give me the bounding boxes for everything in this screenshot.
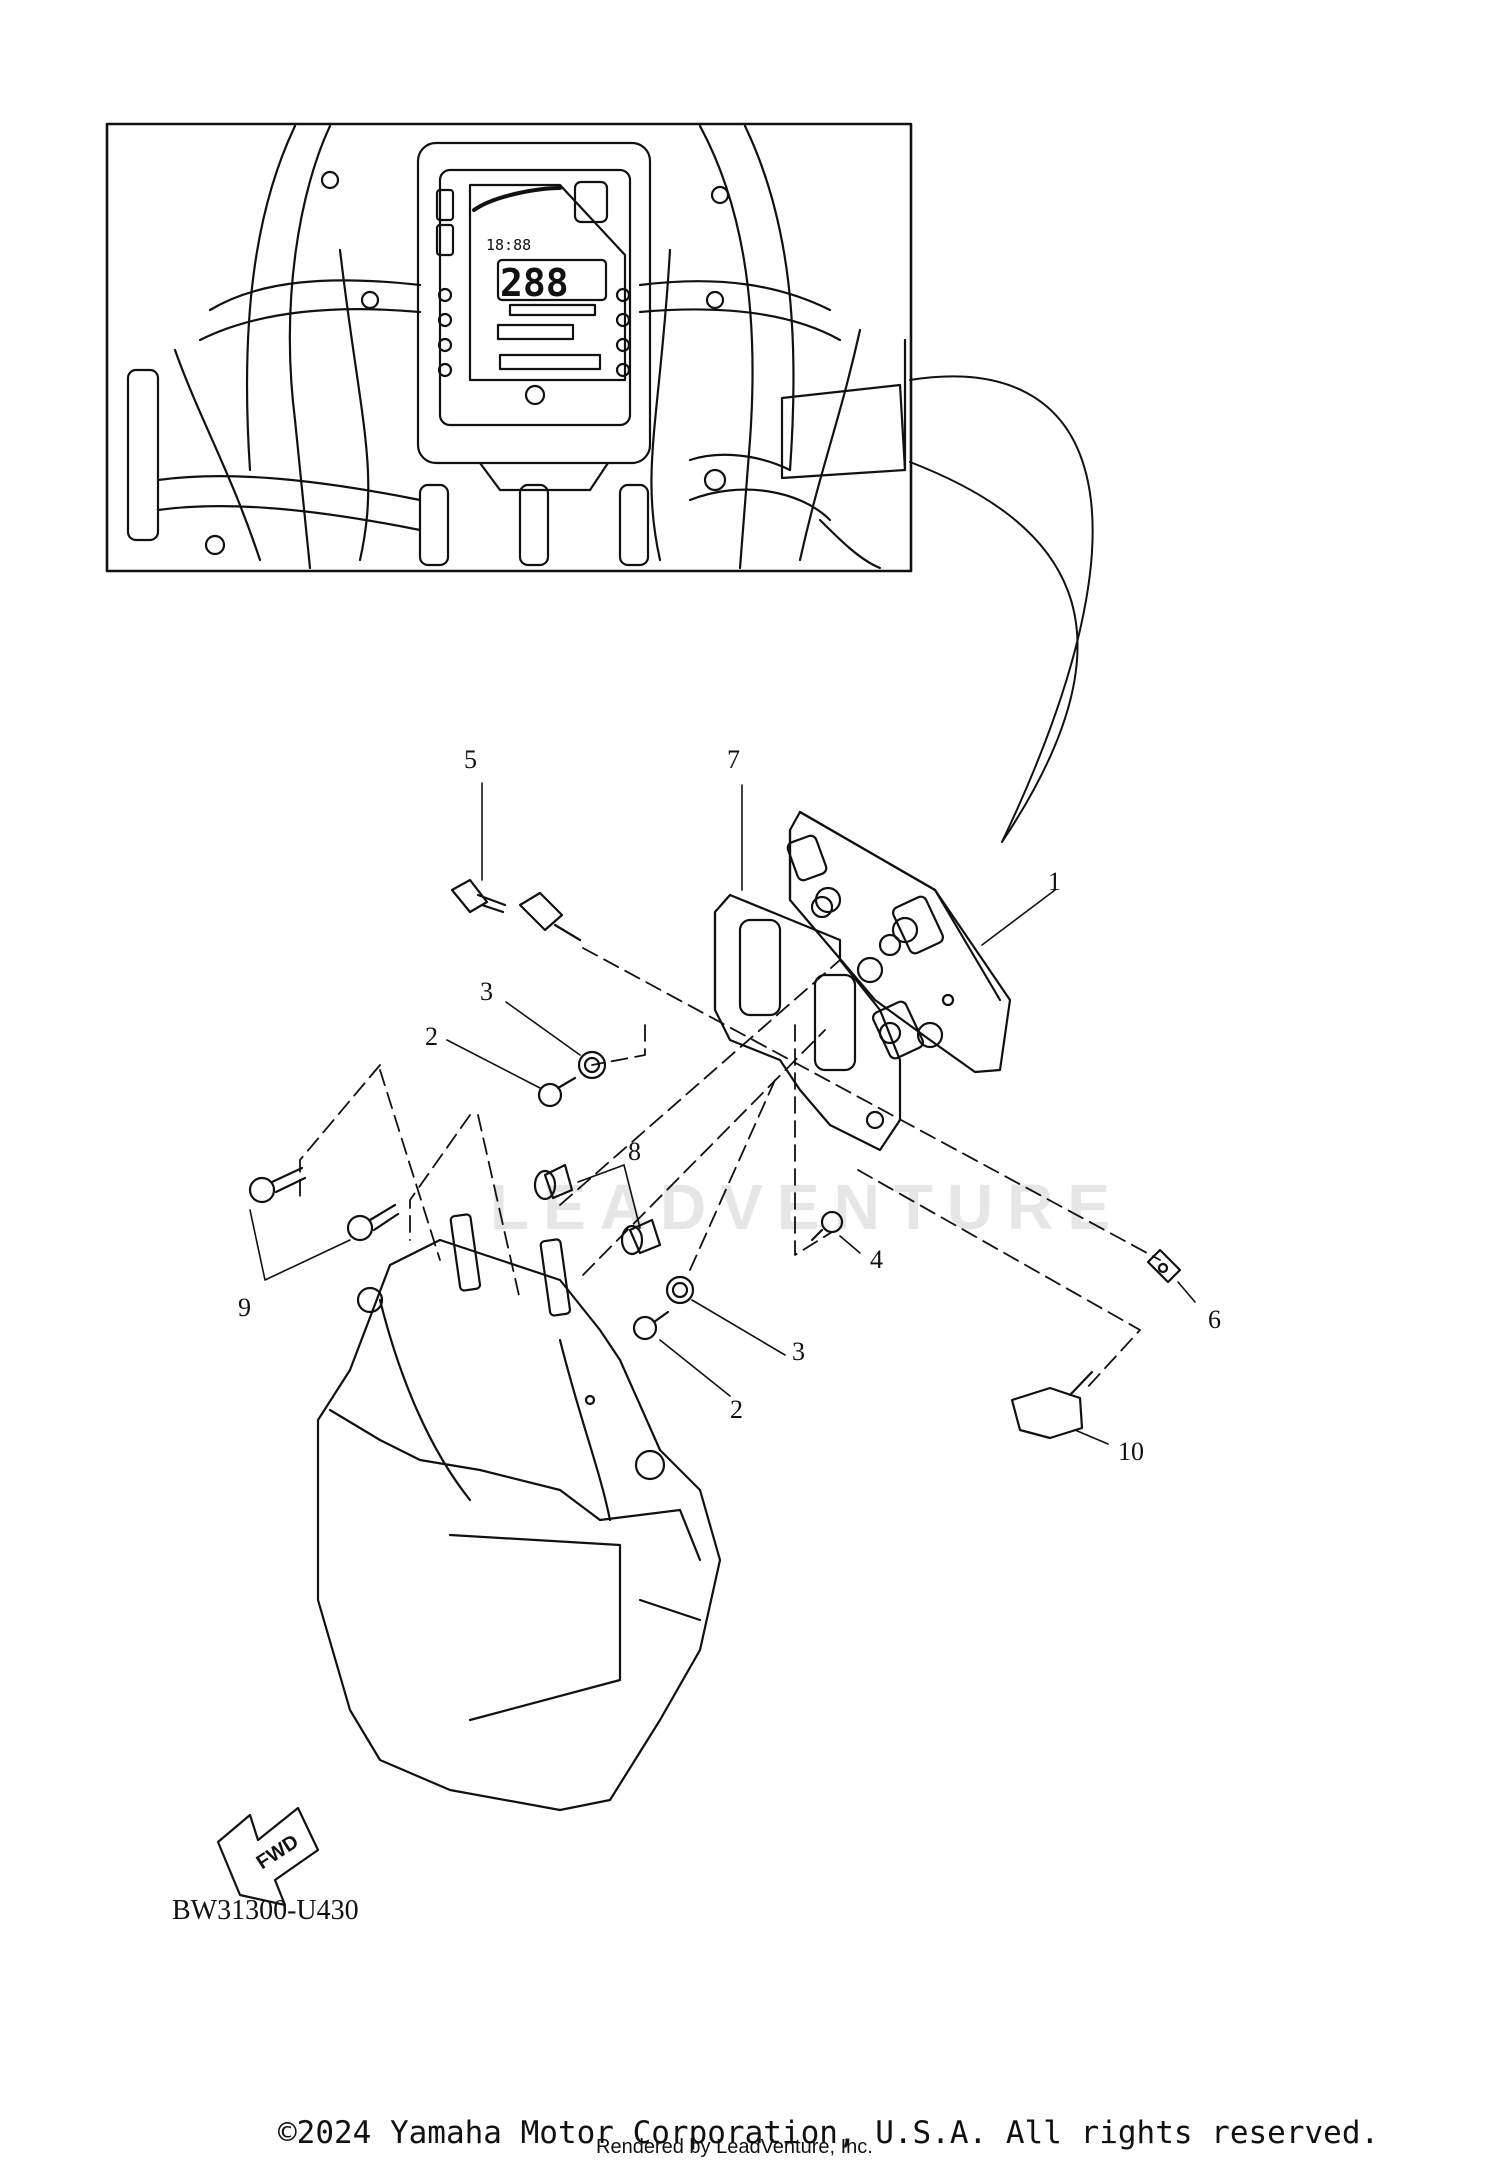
diagram-code: BW31300-U430: [172, 1895, 359, 1926]
callout-3: 3: [480, 977, 493, 1006]
callout-7: 7: [727, 745, 740, 774]
copyright-text: ©2024 Yamaha Motor Corporation, U.S.A. A…: [278, 2115, 1380, 2151]
callout-9: 9: [238, 1293, 251, 1322]
part-nut-6: [1146, 1248, 1182, 1284]
part-meter-assembly: [786, 810, 1012, 1074]
callout-5: 5: [464, 745, 477, 774]
part-screw-9: [248, 1166, 400, 1242]
callout-4: 4: [870, 1245, 883, 1274]
callout-2: 2: [425, 1022, 438, 1051]
part-sensor-10: [1010, 1370, 1094, 1440]
part-bolt-2-upper: [537, 1076, 577, 1108]
meter-clock: 18:88: [486, 236, 531, 254]
callout-leaders: [249, 782, 1196, 1445]
callout-10: 10: [1118, 1437, 1144, 1466]
fwd-arrow-icon: [216, 1806, 320, 1907]
part-grommet-3-upper: [577, 1050, 607, 1080]
meter-speed: 288: [500, 261, 569, 305]
part-bracket: [713, 893, 902, 1152]
part-bolt-5: [450, 878, 507, 914]
part-grommet-3-lower: [665, 1275, 695, 1305]
callout-2-lower: 2: [730, 1395, 743, 1424]
part-damper-8: [533, 1163, 662, 1256]
inset-cockpit-view: [105, 122, 913, 573]
callout-3-lower: 3: [792, 1337, 805, 1366]
callout-8: 8: [628, 1137, 641, 1166]
part-collar: [518, 891, 582, 942]
watermark-text: LEADVENTURE: [490, 1171, 1125, 1243]
rendered-by-text: Rendered by LeadVenture, Inc.: [596, 2136, 873, 2158]
part-bolt-2-lower: [632, 1310, 670, 1341]
callout-1: 1: [1048, 867, 1061, 896]
part-headlight-cowl: [316, 1213, 722, 1812]
assembly-lines: [299, 947, 1161, 1391]
callout-6: 6: [1208, 1305, 1221, 1334]
